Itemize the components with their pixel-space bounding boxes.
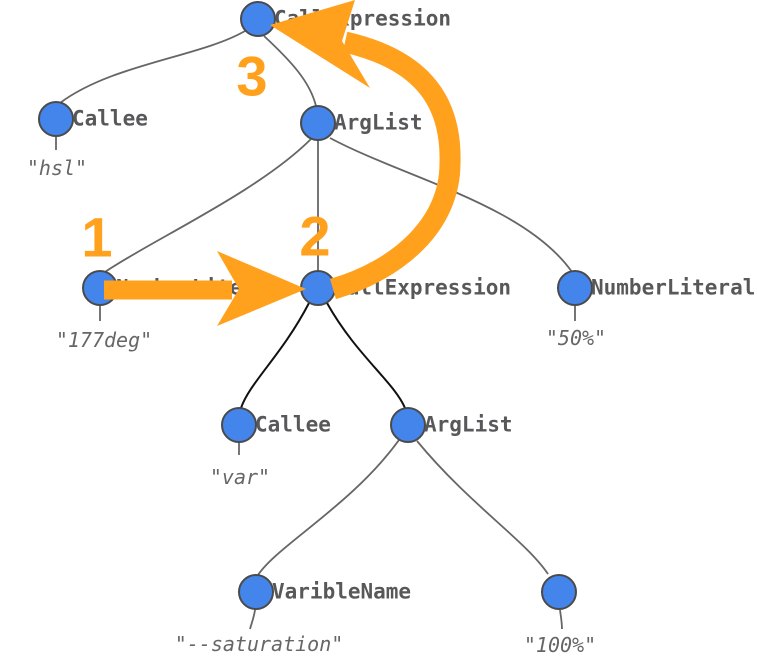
node-label-varible-name: VaribleName — [272, 579, 412, 604]
node-arglist-inner — [390, 407, 426, 443]
edge-arglist-numberliteral-50 — [329, 137, 573, 273]
node-label-arglist-outer: ArgList — [334, 110, 423, 135]
node-number-literal-100 — [541, 574, 577, 610]
node-label-call-expression-inner: CallExpression — [334, 275, 512, 300]
node-callee-hsl — [38, 101, 74, 137]
node-number-literal-177deg — [82, 270, 118, 306]
edge-call2-callee — [240, 302, 310, 409]
edge-arglist-numberliteral-177 — [104, 138, 312, 273]
node-label-callee-var: Callee — [255, 412, 331, 437]
node-label-callee-hsl: Callee — [72, 106, 148, 131]
edge-root-callee — [59, 30, 246, 104]
edge-arglist2-variblename — [257, 439, 400, 576]
leaf-value-var: "var" — [209, 465, 271, 489]
edge-call2-arglist2 — [326, 302, 406, 409]
node-arglist-outer — [300, 105, 336, 141]
step-number-1: 1 — [81, 205, 113, 269]
leaf-value-177deg: "177deg" — [55, 328, 153, 352]
leaf-value-100pct: "100%" — [523, 633, 597, 657]
node-call-expression-root — [240, 1, 276, 37]
stub-num100 — [559, 609, 563, 630]
edge-arglist2-num100 — [416, 440, 549, 575]
node-label-root: CallExpression — [274, 6, 452, 31]
node-varible-name — [238, 574, 274, 610]
node-label-number-literal-177: NumberLiteral — [116, 275, 281, 300]
node-call-expression-inner — [300, 270, 336, 306]
node-label-arglist-inner: ArgList — [424, 412, 513, 437]
leaf-value-saturation: "--saturation" — [174, 632, 344, 656]
leaf-value-hsl: "hsl" — [26, 156, 88, 180]
node-label-number-literal-50: NumberLiteral — [591, 275, 756, 300]
arrow-step2-to-step3-shaft — [329, 31, 461, 300]
step-number-3: 3 — [236, 44, 268, 108]
edge-root-arglist — [263, 35, 317, 107]
node-number-literal-50 — [557, 270, 593, 306]
node-callee-var — [221, 407, 257, 443]
stub-variblename — [249, 609, 256, 630]
leaf-value-50pct: "50%" — [545, 326, 607, 350]
step-number-2: 2 — [299, 204, 331, 268]
